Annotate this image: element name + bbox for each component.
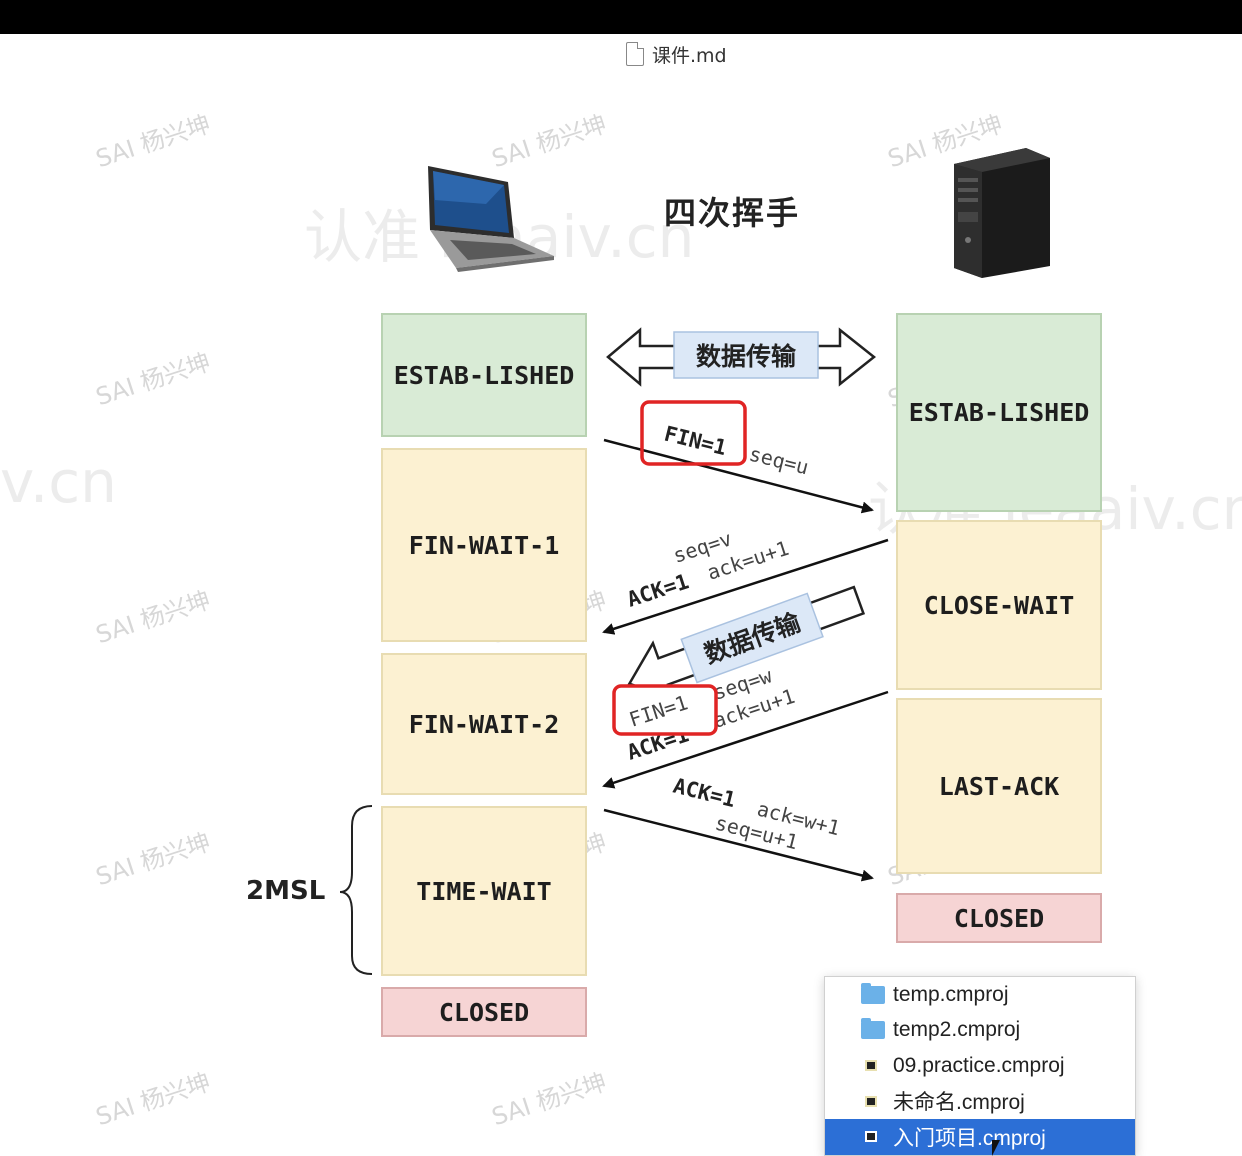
msg1-seq: seq=u <box>747 442 811 480</box>
file-name: 课件.md <box>652 44 727 67</box>
message-arrow-3 <box>602 690 889 789</box>
file-menu-item[interactable]: 未命名.cmproj <box>825 1084 1135 1120</box>
file-menu-item[interactable]: temp.cmproj <box>825 977 1135 1013</box>
server-state-close-wait: CLOSE-WAIT <box>896 520 1102 690</box>
file-menu-item[interactable]: temp2.cmproj <box>825 1013 1135 1049</box>
server-state-established: ESTAB-LISHED <box>896 313 1102 512</box>
server-state-last-ack: LAST-ACK <box>896 698 1102 874</box>
file-menu-item[interactable]: 09.practice.cmproj <box>825 1048 1135 1084</box>
msg4-flag: ACK=1 <box>671 774 738 813</box>
file-title: 课件.md <box>626 40 727 68</box>
data-transfer-arrow: 数据传输 <box>627 585 866 702</box>
top-bar <box>0 0 1242 34</box>
file-menu-item-selected[interactable]: 入门项目.cmproj <box>825 1119 1135 1155</box>
mouse-cursor-icon <box>992 1140 1008 1156</box>
diagram-title: 四次挥手 <box>664 194 801 232</box>
data-transfer-tag-bg <box>673 331 819 379</box>
server-state-closed: CLOSED <box>896 893 1102 943</box>
laptop-icon <box>428 166 554 272</box>
highlight-box <box>640 400 747 466</box>
folder-icon <box>861 1018 885 1040</box>
project-file-icon <box>865 1060 877 1072</box>
data-transfer-tag: 数据传输 <box>696 342 797 371</box>
message-arrow-1 <box>603 438 874 514</box>
timer-label: 2MSL <box>246 876 326 906</box>
watermark-large: v.cn <box>0 448 117 516</box>
brace <box>339 805 373 975</box>
highlight-box <box>612 684 718 736</box>
client-state-established: ESTAB-LISHED <box>381 313 587 437</box>
client-state-closed: CLOSED <box>381 987 587 1037</box>
client-state-fin-wait-1: FIN-WAIT-1 <box>381 448 587 642</box>
document-icon <box>626 42 644 66</box>
client-state-fin-wait-2: FIN-WAIT-2 <box>381 653 587 795</box>
message-arrow-4 <box>603 808 874 882</box>
client-state-time-wait: TIME-WAIT <box>381 806 587 976</box>
folder-icon <box>861 982 885 1004</box>
project-file-icon <box>865 1095 877 1107</box>
message-arrow-2 <box>602 538 889 635</box>
msg1-flag: FIN=1 <box>662 422 729 461</box>
project-file-icon <box>865 1131 877 1143</box>
file-menu: temp.cmproj temp2.cmproj 09.practice.cmp… <box>824 976 1136 1156</box>
msg2-flag: ACK=1 <box>624 569 692 611</box>
server-tower-icon <box>954 148 1050 278</box>
